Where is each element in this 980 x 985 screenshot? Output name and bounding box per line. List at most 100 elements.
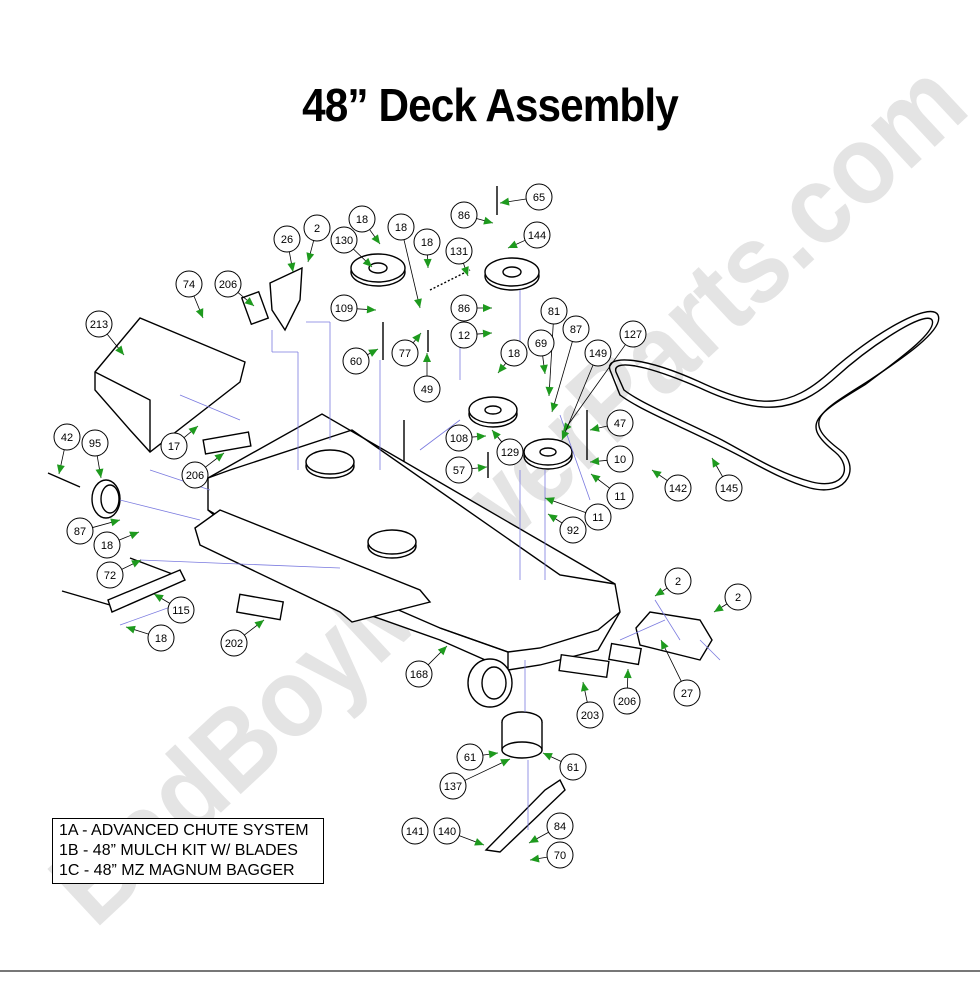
callout-42: 42 bbox=[53, 423, 81, 475]
watermark-logo: BadBoyMowerParts.com bbox=[26, 38, 980, 948]
callout-label: 141 bbox=[406, 826, 424, 838]
callout-92: 92 bbox=[547, 513, 587, 544]
callout-label: 61 bbox=[464, 752, 476, 764]
callout-bubble bbox=[439, 772, 467, 800]
callout-bubble bbox=[433, 817, 461, 845]
callout-label: 12 bbox=[458, 330, 470, 342]
leader-line bbox=[403, 239, 421, 309]
leader-arrow bbox=[254, 620, 264, 629]
callout-206: 206 bbox=[214, 270, 255, 307]
callout-label: 168 bbox=[410, 669, 428, 681]
callout-bubble bbox=[413, 375, 441, 403]
callout-label: 72 bbox=[104, 570, 116, 582]
callout-2: 2 bbox=[303, 214, 331, 263]
callout-109: 109 bbox=[330, 294, 377, 322]
callout-bubble bbox=[673, 679, 701, 707]
leader-arrow bbox=[129, 531, 139, 540]
callout-label: 10 bbox=[614, 454, 626, 466]
spindle-pulley-left bbox=[305, 449, 355, 479]
callout-label: 127 bbox=[624, 329, 642, 341]
callout-label: 202 bbox=[225, 638, 243, 650]
callout-label: 70 bbox=[554, 850, 566, 862]
leader-arrow bbox=[590, 424, 600, 432]
callout-label: 61 bbox=[567, 762, 579, 774]
callout-65: 65 bbox=[499, 183, 553, 211]
spindle-pulley-center bbox=[367, 529, 417, 559]
callout-label: 84 bbox=[554, 821, 566, 833]
callout-202: 202 bbox=[220, 619, 265, 657]
callout-bubble bbox=[559, 753, 587, 781]
callout-label: 206 bbox=[219, 279, 237, 291]
leader-arrow bbox=[580, 682, 589, 692]
leader-arrow bbox=[244, 297, 254, 306]
callout-140: 140 bbox=[433, 817, 485, 846]
callout-bubble bbox=[53, 423, 81, 451]
callout-label: 140 bbox=[438, 826, 456, 838]
callout-bubble bbox=[525, 183, 553, 211]
callout-74: 74 bbox=[175, 270, 204, 319]
leader-arrow bbox=[500, 197, 510, 206]
callout-bubble bbox=[405, 660, 433, 688]
callout-label: 213 bbox=[90, 319, 108, 331]
callout-95: 95 bbox=[81, 429, 109, 479]
callout-bubble bbox=[330, 294, 358, 322]
leader-arrow bbox=[530, 854, 540, 863]
callout-bubble bbox=[724, 583, 752, 611]
leader-arrow bbox=[371, 234, 380, 244]
leader-arrow bbox=[661, 640, 669, 650]
callout-141: 141 bbox=[401, 817, 429, 845]
callout-label: 137 bbox=[444, 781, 462, 793]
callout-bubble bbox=[445, 424, 473, 452]
callout-bubble bbox=[220, 629, 248, 657]
callout-label: 95 bbox=[89, 438, 101, 450]
leader-arrow bbox=[548, 514, 558, 523]
leader-arrow bbox=[655, 587, 665, 596]
legend-item-1a: 1A - ADVANCED CHUTE SYSTEM bbox=[59, 822, 309, 839]
leader-arrow bbox=[366, 305, 376, 314]
leader-arrow bbox=[368, 349, 378, 357]
callout-label: 18 bbox=[356, 214, 368, 226]
callout-label: 27 bbox=[681, 688, 693, 700]
page-title: 48” Deck Assembly bbox=[302, 79, 679, 131]
deck-lift-bar bbox=[194, 509, 432, 623]
callout-149: 149 bbox=[561, 339, 612, 441]
callout-bubble bbox=[527, 329, 555, 357]
callout-26: 26 bbox=[273, 225, 301, 273]
callout-label: 144 bbox=[528, 230, 546, 242]
callout-127: 127 bbox=[562, 320, 647, 433]
leader-arrow bbox=[423, 258, 432, 268]
callout-label: 81 bbox=[548, 306, 560, 318]
callout-label: 109 bbox=[335, 303, 353, 315]
callout-bubble bbox=[445, 237, 473, 265]
leader-arrow bbox=[590, 457, 600, 466]
callout-label: 129 bbox=[501, 447, 519, 459]
callout-label: 130 bbox=[335, 235, 353, 247]
callout-bubble bbox=[330, 226, 358, 254]
leader-arrow bbox=[115, 345, 124, 355]
callout-label: 131 bbox=[450, 246, 468, 258]
callout-bubble bbox=[85, 310, 113, 338]
callout-label: 57 bbox=[453, 465, 465, 477]
callout-label: 18 bbox=[155, 633, 167, 645]
leader-arrow bbox=[498, 363, 507, 373]
callout-bubble bbox=[576, 701, 604, 729]
callout-11: 11 bbox=[544, 497, 612, 531]
leader-arrow bbox=[110, 518, 120, 527]
callout-bubble bbox=[584, 339, 612, 367]
callout-bubble bbox=[540, 297, 568, 325]
callout-label: 92 bbox=[567, 525, 579, 537]
bracket-26 bbox=[269, 266, 303, 332]
callout-bubble bbox=[303, 214, 331, 242]
leader-arrow bbox=[476, 432, 486, 441]
callout-bubble bbox=[500, 339, 528, 367]
callout-label: 77 bbox=[399, 348, 411, 360]
callout-label: 149 bbox=[589, 348, 607, 360]
decal-206-top bbox=[240, 290, 270, 326]
callout-bubble bbox=[664, 567, 692, 595]
callout-72: 72 bbox=[96, 559, 142, 589]
callout-label: 206 bbox=[618, 696, 636, 708]
callout-bubble bbox=[387, 213, 415, 241]
callout-213: 213 bbox=[85, 310, 125, 356]
